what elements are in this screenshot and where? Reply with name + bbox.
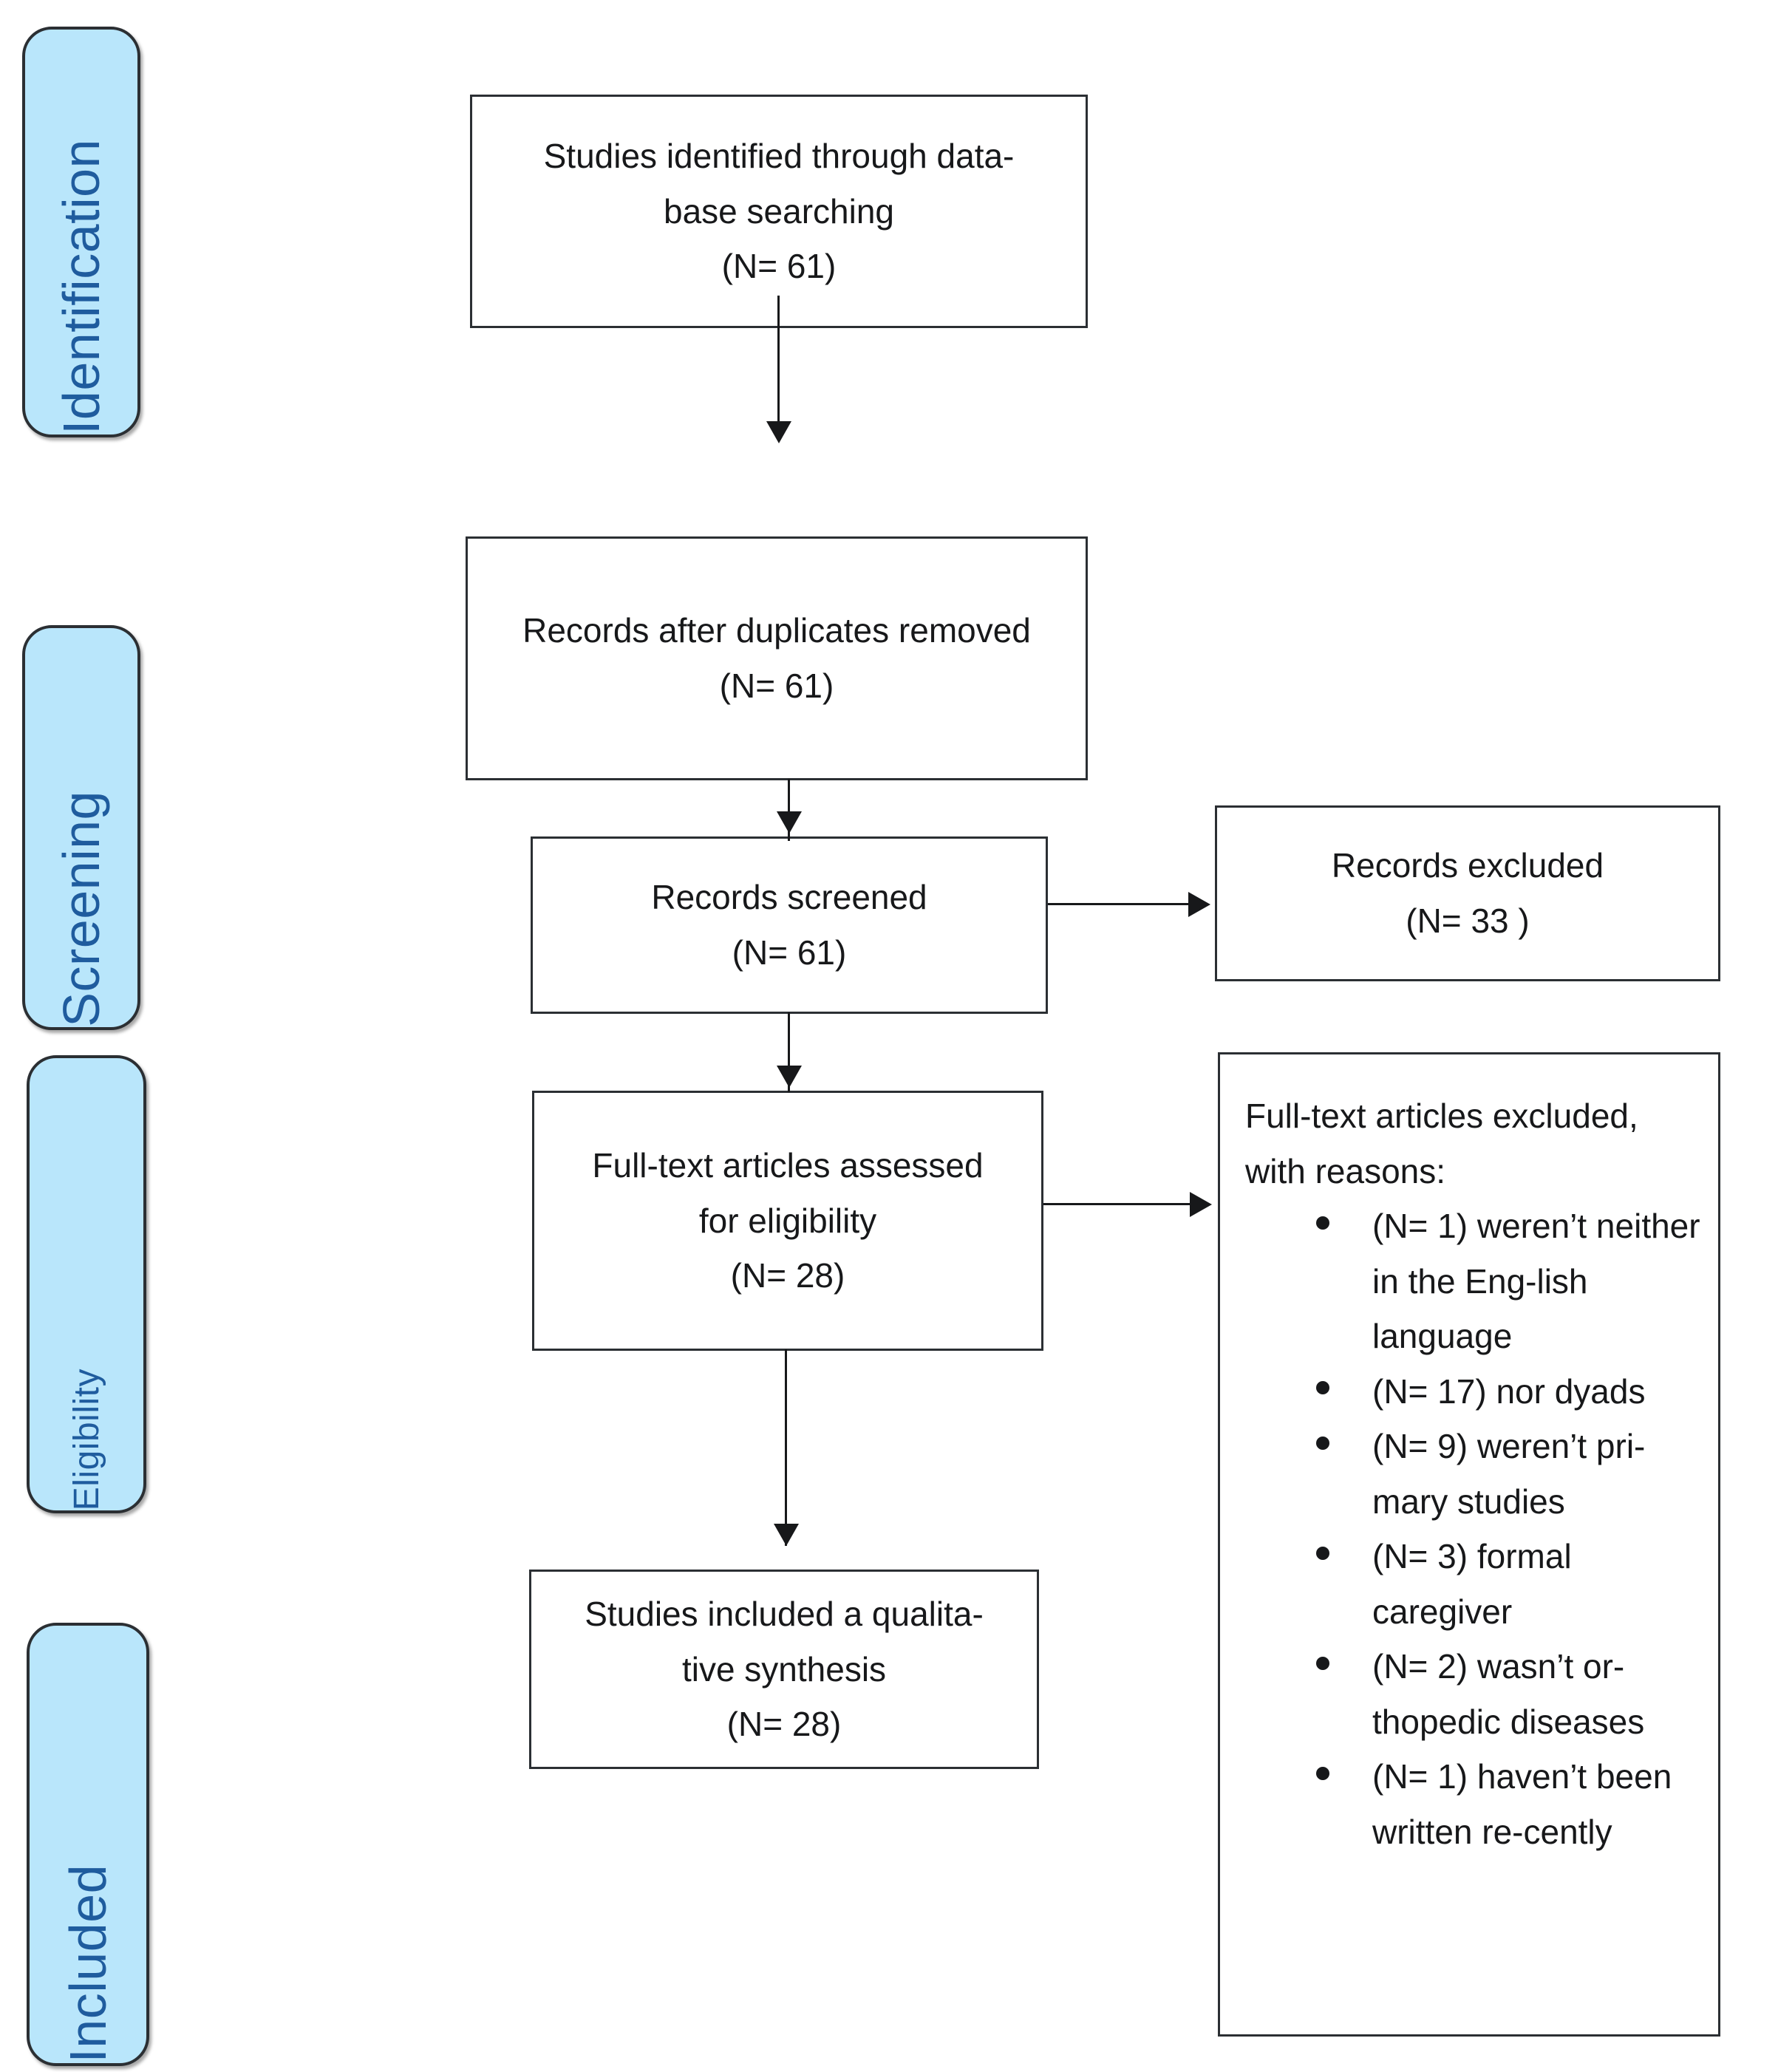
exclusion-reason-item: (N= 1) weren’t neither in the Eng-lish l… <box>1316 1199 1705 1364</box>
box-studies-identified-line1: Studies identified through data- <box>543 137 1015 176</box>
box-records-after-duplicates-removed-count: (N= 61) <box>719 667 834 705</box>
box-records-excluded: Records excluded (N= 33 ) <box>1215 805 1720 981</box>
exclusion-reasons-list: (N= 1) weren’t neither in the Eng-lish l… <box>1245 1199 1705 1859</box>
stage-eligibility-label: Eligibility <box>67 1368 106 1510</box>
connector-identified-to-duplicates <box>777 296 780 436</box>
connector-screened-to-fulltext <box>788 1012 790 1092</box>
box-studies-included-count: (N= 28) <box>726 1705 842 1744</box>
box-fulltext-articles-assessed-count: (N= 28) <box>730 1256 845 1295</box>
exclusion-reason-item: (N= 1) haven’t been written re-cently <box>1316 1749 1705 1859</box>
arrow-right-icon <box>1190 1192 1212 1217</box>
connector-fulltext-to-included <box>785 1349 787 1546</box>
arrow-right-icon <box>1188 892 1210 917</box>
arrow-down-icon <box>774 1524 799 1546</box>
stage-screening: Screening <box>22 625 140 1030</box>
box-studies-included-line2: tive synthesis <box>681 1649 887 1688</box>
stage-included-label: Included <box>59 1864 117 2063</box>
box-fulltext-articles-excluded-with-reasons: Full-text articles excluded, with reason… <box>1218 1052 1720 2037</box>
arrow-down-icon <box>777 1066 802 1088</box>
bullet-icon <box>1316 1437 1329 1450</box>
box-studies-included-qualitative-synthesis: Studies included a qualita- tive synthes… <box>529 1570 1039 1769</box>
box-fulltext-articles-assessed: Full-text articles assessed for eligibil… <box>532 1091 1043 1351</box>
box-fulltext-articles-assessed-line1: Full-text articles assessed <box>592 1146 984 1185</box>
connector-fulltext-to-reasons <box>1043 1203 1194 1205</box>
box-studies-identified-count: (N= 61) <box>721 247 837 286</box>
reasons-title-line1: Full-text articles excluded, <box>1245 1097 1638 1135</box>
exclusion-reason-item: (N= 9) weren’t pri-mary studies <box>1316 1419 1705 1529</box>
exclusion-reason-item: (N= 17) nor dyads <box>1316 1364 1705 1420</box>
box-studies-identified-line2: base searching <box>664 191 894 231</box>
exclusion-reason-text: (N= 3) formal caregiver <box>1372 1537 1572 1631</box>
box-fulltext-articles-assessed-line2: for eligibility <box>698 1201 877 1240</box>
bullet-icon <box>1316 1381 1329 1395</box>
exclusion-reason-item: (N= 3) formal caregiver <box>1316 1529 1705 1639</box>
stage-identification: Identification <box>22 27 140 437</box>
exclusion-reason-text: (N= 1) weren’t neither in the Eng-lish l… <box>1372 1207 1700 1356</box>
box-records-after-duplicates-removed: Records after duplicates removed (N= 61) <box>466 536 1088 780</box>
exclusion-reason-text: (N= 9) weren’t pri-mary studies <box>1372 1427 1646 1521</box>
stage-eligibility: Eligibility <box>27 1055 146 1513</box>
bullet-icon <box>1316 1657 1329 1671</box>
exclusion-reason-text: (N= 2) wasn’t or-thopedic diseases <box>1372 1647 1645 1741</box>
box-records-screened: Records screened (N= 61) <box>531 836 1048 1014</box>
stage-identification-label: Identification <box>52 138 110 434</box>
bullet-icon <box>1316 1216 1329 1230</box>
exclusion-reason-item: (N= 2) wasn’t or-thopedic diseases <box>1316 1639 1705 1749</box>
box-studies-included-line1: Studies included a qualita- <box>585 1595 984 1634</box>
box-records-excluded-count: (N= 33 ) <box>1406 902 1530 940</box>
exclusion-reason-text: (N= 17) nor dyads <box>1372 1371 1646 1411</box>
connector-duplicates-to-screened <box>788 779 790 841</box>
exclusion-reason-text: (N= 1) haven’t been written re-cently <box>1372 1757 1672 1851</box>
box-records-after-duplicates-removed-line1: Records after duplicates removed <box>522 611 1031 650</box>
arrow-down-icon <box>766 421 791 443</box>
box-records-screened-count: (N= 61) <box>732 933 847 972</box>
box-records-excluded-line1: Records excluded <box>1331 846 1604 885</box>
arrow-down-icon <box>777 811 802 834</box>
reasons-title-line2: with reasons: <box>1245 1151 1446 1190</box>
box-records-screened-line1: Records screened <box>651 878 927 917</box>
stage-screening-label: Screening <box>52 791 110 1027</box>
bullet-icon <box>1316 1547 1329 1561</box>
bullet-icon <box>1316 1767 1329 1781</box>
connector-screened-to-excluded <box>1048 903 1193 905</box>
box-studies-identified: Studies identified through data- base se… <box>470 95 1088 328</box>
stage-included: Included <box>27 1623 149 2066</box>
